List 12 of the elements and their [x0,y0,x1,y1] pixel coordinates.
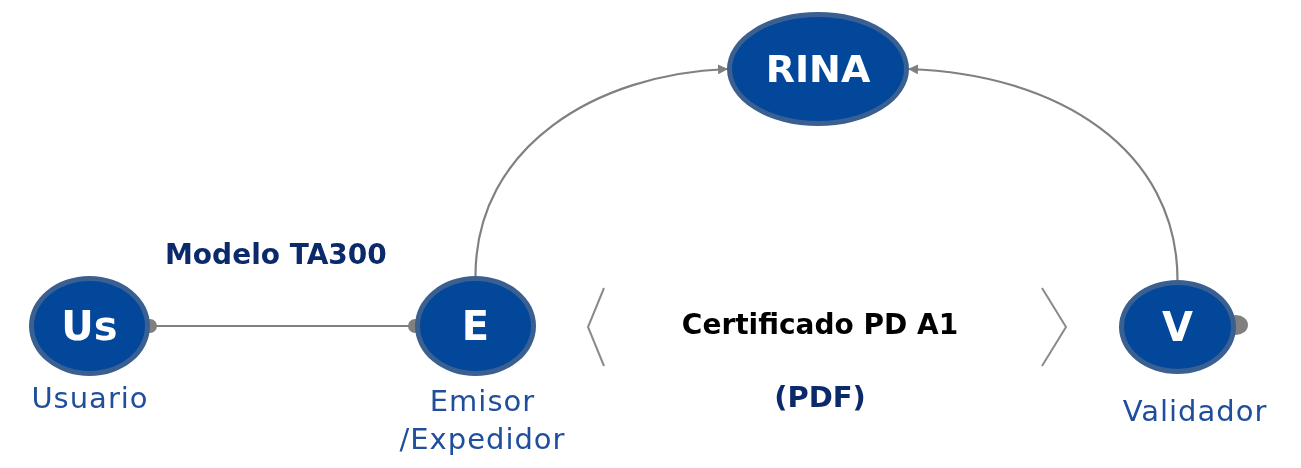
role-caption: Usuario [30,380,150,417]
role-caption: Validador [1121,393,1269,430]
role-caption: Emisor /Expedidor [398,383,567,458]
arrow [474,64,728,277]
arrow [908,64,1179,281]
node-label: RINA [765,47,871,91]
node-label: V [1162,304,1193,350]
document-label: (PDF) [773,380,867,414]
edge-label: Modelo TA300 [165,238,387,271]
node-label: E [461,303,490,349]
document-label: Certificado PD A1 [680,308,960,341]
node-label: Us [61,303,118,349]
